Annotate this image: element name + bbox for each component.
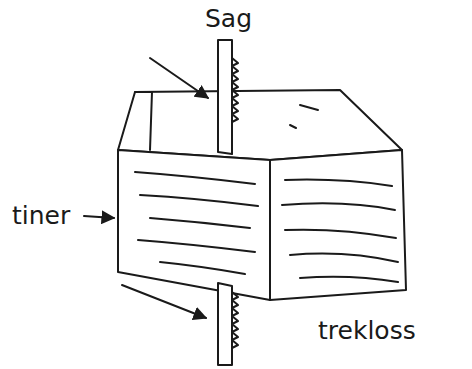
leader-arrow	[84, 216, 114, 218]
direction-arrow	[122, 285, 206, 318]
wood-grain	[285, 180, 392, 186]
surface-mark	[300, 105, 318, 110]
cut-edge	[135, 92, 152, 150]
saw-teeth	[232, 58, 238, 122]
wood-grain	[135, 172, 255, 184]
part-label: tiner	[12, 203, 70, 228]
wood-grain	[285, 230, 396, 238]
part-label: Sag	[205, 6, 252, 31]
wood-grain	[140, 195, 258, 206]
wood-grain	[282, 203, 395, 210]
saw-blade	[218, 40, 232, 154]
wood-grain	[300, 277, 398, 282]
block-side	[270, 150, 406, 300]
wood-grain	[160, 262, 245, 274]
wood-grain	[138, 240, 255, 252]
direction-arrow	[150, 58, 208, 98]
saw-blade	[218, 283, 232, 365]
saw-teeth	[232, 292, 238, 348]
wood-grain	[150, 218, 250, 228]
block-top	[118, 90, 402, 160]
part-label: trekloss	[318, 318, 416, 343]
block-front	[118, 150, 270, 300]
wood-grain	[290, 254, 398, 262]
surface-mark	[290, 125, 296, 128]
